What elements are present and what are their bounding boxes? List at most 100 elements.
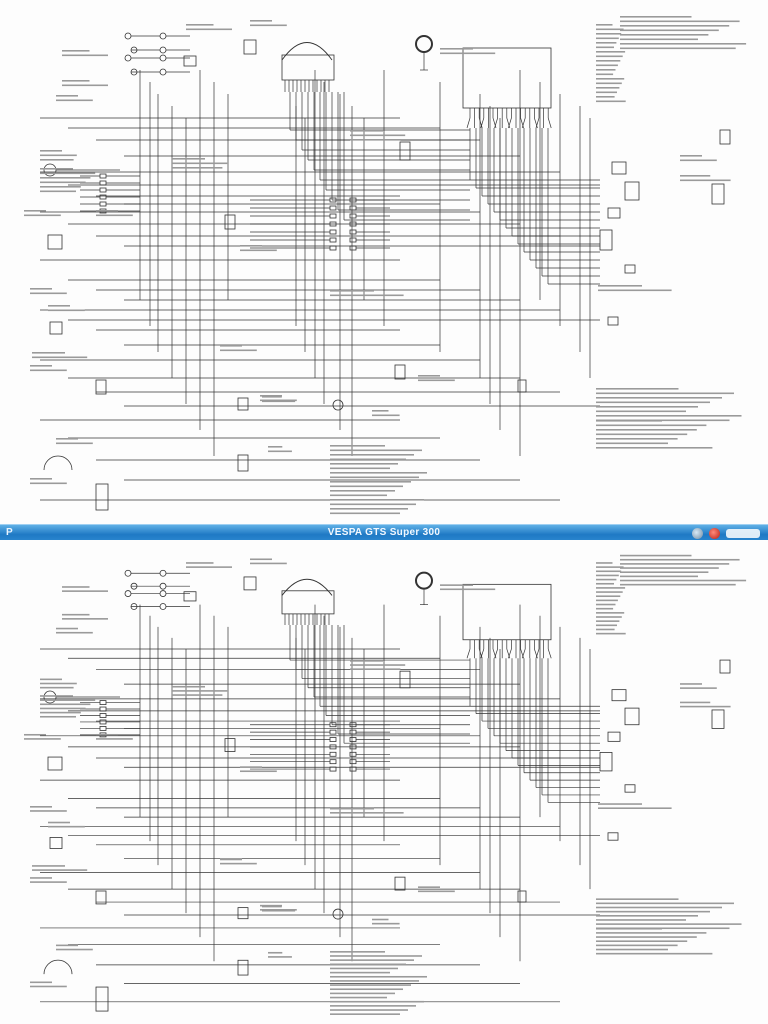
label-placeholder [40,177,91,179]
fuse-symbol [329,237,337,243]
label-placeholder [596,607,614,610]
label-placeholder [330,490,395,492]
fan-symbol [43,959,73,975]
connector-block [237,397,249,411]
fuse-symbol [329,751,337,757]
label-placeholder [596,420,662,422]
label-placeholder [96,214,133,217]
label-placeholder [30,292,67,295]
wire [506,648,511,659]
label-placeholder [596,595,621,598]
label-placeholder [240,770,277,773]
label-placeholder [372,414,400,417]
label-placeholder [330,476,419,479]
label-placeholder [96,210,118,212]
label-placeholder [330,467,390,470]
label-placeholder [186,24,214,26]
label-placeholder [418,890,455,893]
label-placeholder [372,410,389,412]
label-placeholder [596,24,613,26]
label-placeholder [330,1013,400,1015]
label-placeholder [596,401,710,404]
connector-block [399,670,411,689]
label-placeholder [596,603,616,606]
wire [535,648,540,659]
connector-right [624,181,640,201]
label-placeholder [40,181,86,184]
label-placeholder [62,50,90,52]
label-placeholder [330,472,427,474]
fuse-symbol [349,237,357,243]
wire [534,117,538,129]
label-placeholder [596,927,730,930]
label-placeholder [596,927,662,930]
label-placeholder [330,463,398,465]
bulb-symbol [159,54,167,62]
wire [480,117,485,129]
label-placeholder [220,345,242,347]
label-placeholder [48,825,85,828]
label-placeholder [596,69,616,71]
switch-symbol [95,379,107,395]
label-placeholder [260,904,282,907]
label-placeholder [32,352,65,354]
bulb-symbol [124,32,132,40]
label-placeholder [40,699,96,701]
fuse-symbol [329,759,337,765]
label-placeholder [172,690,228,692]
fuse-symbol [99,194,107,200]
label-placeholder [40,703,91,706]
connector-right [711,183,725,205]
relay-box [183,55,197,67]
label-placeholder [268,956,292,958]
label-placeholder [330,1009,408,1011]
label-placeholder [596,624,617,627]
bulb-symbol [159,68,167,76]
label-placeholder [350,134,406,137]
sensor-symbol [332,399,344,411]
label-placeholder [440,48,473,50]
wire [466,117,471,129]
fuse-symbol [99,187,107,193]
bulb-symbol [159,32,167,40]
label-placeholder [40,695,73,697]
label-placeholder [680,179,731,182]
label-placeholder [620,20,740,23]
wire [508,117,512,129]
label-placeholder [330,963,406,966]
label-placeholder [596,392,734,395]
label-placeholder [172,162,228,165]
battery-symbol [95,483,109,511]
label-placeholder [596,940,688,943]
fuse-symbol [99,180,107,186]
label-placeholder [680,687,717,689]
label-placeholder [260,399,297,402]
label-placeholder [598,803,642,805]
label-placeholder [680,705,731,708]
fuse-symbol [99,713,107,718]
connector-right [607,731,621,742]
label-placeholder [596,616,622,618]
label-placeholder [40,186,81,188]
label-placeholder [40,168,73,170]
label-placeholder [330,951,385,953]
bulb-symbol [124,54,132,62]
label-placeholder [250,562,287,565]
wire [547,117,552,129]
wiring-diagram-bottom [0,540,768,1024]
fuse-symbol [349,729,357,735]
label-placeholder [596,406,698,408]
label-placeholder [596,100,626,103]
globe-icon [692,527,703,539]
wire [494,648,498,659]
fuse-symbol [349,205,357,211]
label-placeholder [350,668,401,670]
label-placeholder [268,450,292,453]
label-placeholder [596,78,625,80]
label-placeholder [330,980,419,982]
label-placeholder [330,959,414,961]
fuse-symbol [349,213,357,219]
label-placeholder [40,190,76,193]
label-placeholder [596,87,620,89]
label-placeholder [330,481,411,483]
